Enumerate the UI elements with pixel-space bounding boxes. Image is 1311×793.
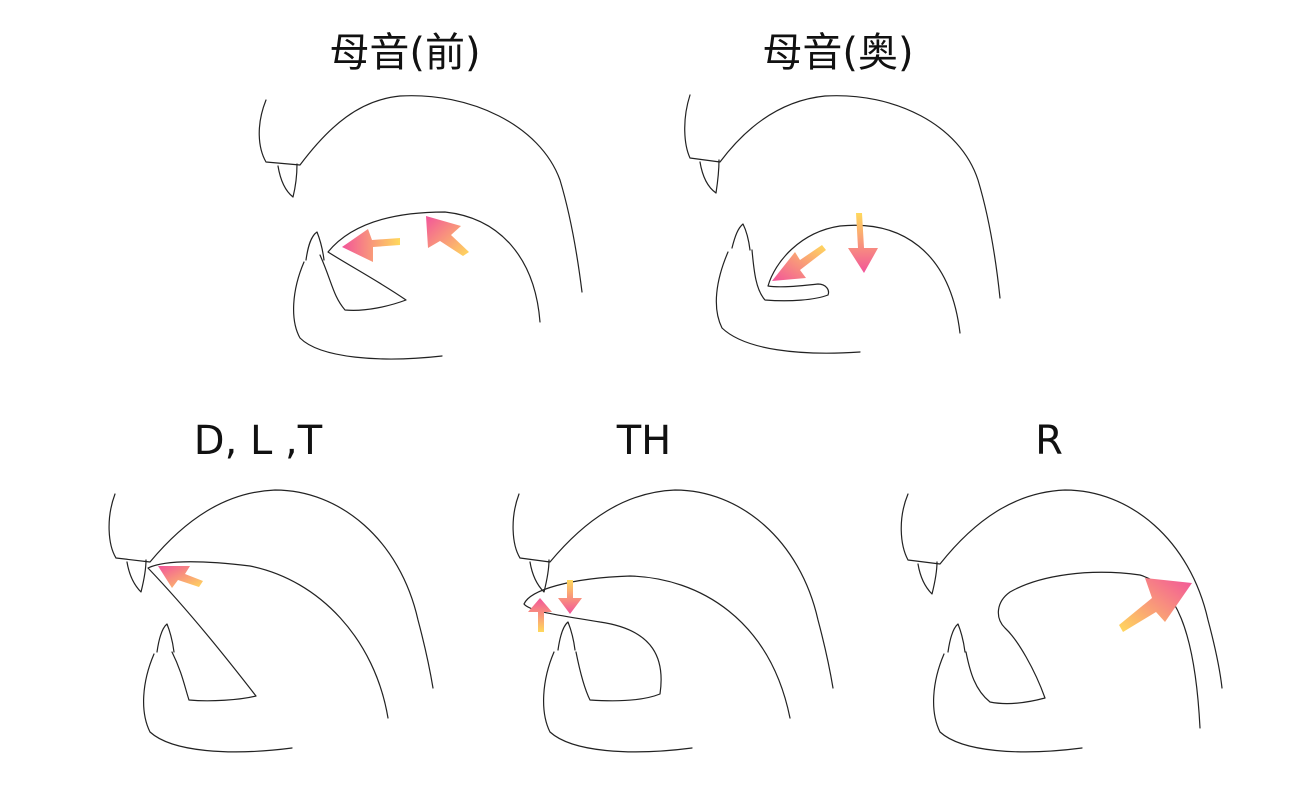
panel-label-vowel-back: 母音(奥) <box>762 30 913 76</box>
arrow-down <box>848 213 878 273</box>
upper-lip-palate <box>258 95 583 293</box>
lower-tooth <box>731 223 751 251</box>
upper-lip-palate <box>684 94 1001 299</box>
panel-dlt: D, L ,T <box>108 418 434 753</box>
arrow-back-down <box>772 245 826 281</box>
arrow-up-forward <box>426 216 469 256</box>
panel-label-r: R <box>1035 418 1063 464</box>
tongue <box>147 561 389 719</box>
tongue <box>523 575 791 719</box>
lower-tooth <box>947 623 966 653</box>
lower-tooth <box>305 231 325 261</box>
panel-label-th: TH <box>616 418 672 464</box>
panel-label-dlt: D, L ,T <box>194 418 323 464</box>
lower-tooth <box>156 623 175 653</box>
arrow-up <box>528 598 552 632</box>
arrow-tongue-tip-up <box>158 566 203 588</box>
arrow-forward <box>342 229 400 262</box>
lower-tooth <box>557 621 576 651</box>
lower-lip-jaw <box>293 261 443 360</box>
tongue <box>319 211 541 323</box>
upper-tooth <box>277 163 298 198</box>
panel-r: R <box>900 418 1223 753</box>
lower-lip-jaw <box>143 653 293 753</box>
lower-lip-jaw <box>933 653 1083 753</box>
lower-lip-jaw <box>715 251 861 354</box>
upper-tooth <box>126 559 147 593</box>
tongue <box>751 224 961 334</box>
upper-lip-palate <box>900 489 1223 689</box>
panel-vowel-back: 母音(奥) <box>684 30 1001 354</box>
lower-lip-jaw <box>543 651 693 753</box>
upper-tooth <box>699 159 720 194</box>
upper-lip-palate <box>512 489 834 689</box>
arrow-down <box>558 580 582 614</box>
upper-lip-palate <box>108 489 434 689</box>
arrow-curl-back <box>1119 578 1192 632</box>
panel-label-vowel-front: 母音(前) <box>329 30 480 76</box>
panel-vowel-front: 母音(前) <box>258 30 583 360</box>
upper-tooth <box>917 561 938 595</box>
upper-tooth <box>529 559 550 593</box>
panel-th: TH <box>512 418 834 753</box>
